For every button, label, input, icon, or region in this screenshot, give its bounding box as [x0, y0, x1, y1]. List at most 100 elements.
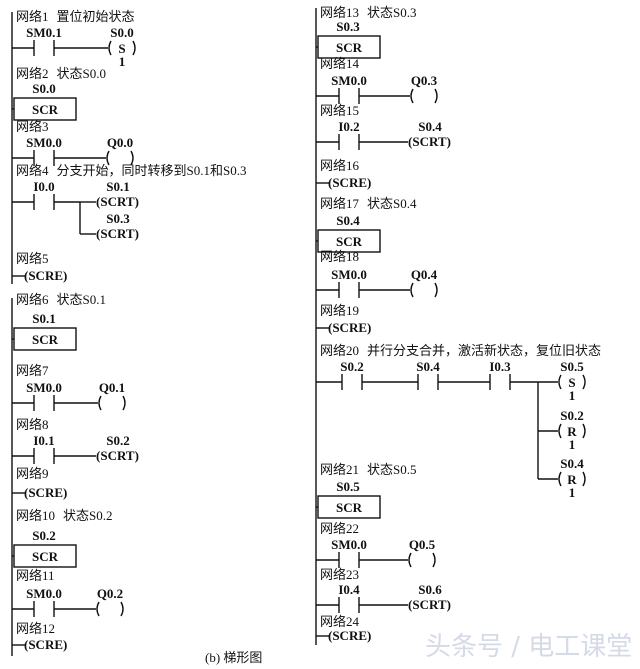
coil-output: Q0.0	[54, 135, 134, 166]
coil-type: SCRT	[412, 134, 447, 149]
network-title: 网络15	[320, 103, 359, 118]
scr-label: SCR	[32, 332, 59, 347]
coil-output: Q0.5	[359, 537, 436, 568]
coil-type: SCRT	[412, 597, 447, 612]
network-number: 网络12	[16, 621, 55, 636]
scrt-coil: (SCRT)	[96, 194, 139, 209]
network-comment: 并行分支合并，激活新状态，复位旧状态	[367, 343, 601, 358]
coil-type: SCRT	[100, 226, 135, 241]
power-rails	[11, 8, 317, 656]
contact-no	[33, 448, 55, 464]
contact-no	[338, 88, 360, 104]
contact-address: SM0.0	[26, 586, 62, 601]
coil-left-paren	[96, 601, 100, 617]
coil-address: S0.6	[418, 582, 442, 597]
coil-count: 1	[569, 485, 576, 500]
coil-output: Q0.2	[54, 586, 124, 617]
coil-output: Q0.1	[54, 380, 126, 411]
coil-address: S0.2	[560, 408, 583, 423]
scr-address: S0.3	[336, 19, 360, 34]
scr-address: S0.1	[32, 311, 55, 326]
scre-instruction: (SCRE)	[328, 320, 371, 335]
network-title: 网络18	[320, 249, 359, 264]
contact-no	[338, 282, 360, 298]
network-comment: 状态S0.3	[367, 5, 416, 20]
scre-instruction: (SCRE)	[328, 175, 371, 190]
coil-right-paren	[434, 88, 438, 104]
network-title: 网络9	[16, 466, 49, 481]
coil-address: S0.0	[110, 25, 133, 40]
paren: (	[408, 597, 412, 612]
coil-left-paren	[98, 395, 102, 411]
network-number: 网络15	[320, 103, 359, 118]
coil-right-paren	[132, 40, 136, 56]
coil-left-paren	[408, 552, 412, 568]
network-title: 网络16	[320, 158, 360, 173]
network-title: 网络1 置位初始状态	[16, 9, 135, 24]
coil-left-paren	[410, 282, 414, 298]
network-comment: 状态S0.1	[57, 292, 106, 307]
coil-address: Q0.0	[107, 135, 133, 150]
coil-left-paren	[558, 471, 562, 487]
contact-no	[338, 597, 360, 613]
contact-address: S0.2	[340, 359, 363, 374]
coil-count: 1	[119, 54, 126, 69]
network-title: 网络3	[16, 119, 49, 134]
coil-address: Q0.3	[411, 73, 438, 88]
coil-type: SCRT	[100, 448, 135, 463]
coil-right-paren	[120, 601, 124, 617]
network-title: 网络23	[320, 567, 359, 582]
paren: )	[135, 448, 139, 463]
coil-address: S0.3	[106, 211, 130, 226]
network-number: 网络5	[16, 251, 49, 266]
coil-scrt: S0.2(SCRT)	[54, 433, 139, 463]
coil-right-paren	[582, 423, 586, 439]
scr-address: S0.0	[32, 81, 55, 96]
scre-instruction: (SCRE)	[328, 628, 371, 643]
coil-left-paren	[106, 150, 110, 166]
network-title: 网络7	[16, 363, 49, 378]
contact-no	[33, 40, 55, 56]
contact-address: I0.2	[338, 119, 359, 134]
paren: (	[96, 226, 100, 241]
network-title: 网络14	[320, 56, 360, 71]
coil-address: S0.4	[418, 119, 442, 134]
network-comment: 状态S0.5	[367, 462, 416, 477]
contact-no	[33, 601, 55, 617]
coil-count: 1	[569, 388, 576, 403]
coil-type: S	[118, 41, 125, 56]
network-5: 网络5(SCRE)	[12, 251, 67, 283]
network-comment: 置位初始状态	[57, 9, 135, 24]
coil-r: S0.2R1	[538, 408, 586, 452]
network-number: 网络8	[16, 417, 49, 432]
network-comment: 状态S0.4	[367, 196, 417, 211]
network-title: 网络12	[16, 621, 55, 636]
scrt-coil: (SCRT)	[408, 134, 451, 149]
scr-label: SCR	[336, 234, 363, 249]
coil-address: Q0.1	[99, 380, 125, 395]
scrt-coil: (SCRT)	[408, 597, 451, 612]
coil-type: SCRT	[100, 194, 135, 209]
network-number: 网络11	[16, 568, 55, 583]
contact-address: SM0.0	[331, 267, 367, 282]
network-number: 网络1	[16, 9, 49, 24]
